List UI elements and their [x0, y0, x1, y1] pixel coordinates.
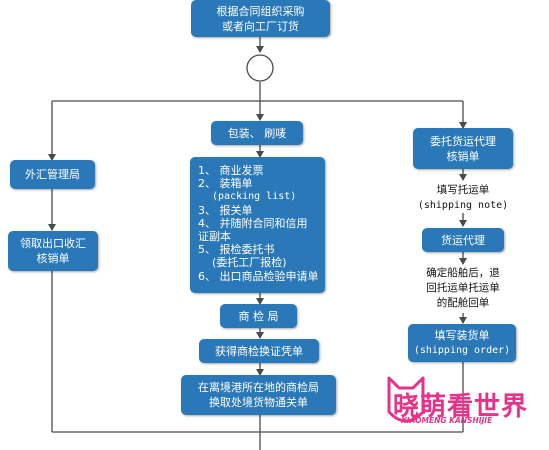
entrust-line-2: 核销单	[446, 149, 480, 163]
verification-box: 领取出口收汇 核销单	[8, 231, 98, 271]
contract-box: 根据合同组织采购 或者向工厂订货	[191, 0, 330, 37]
watermark-subtitle: XIAOMENG KANSHIJIE	[401, 416, 493, 425]
doc-item: 6、 出口商品检验申请单	[198, 269, 319, 283]
customs-clearance-box: 在离境港所在地的商检局 换取处境货物通关单	[181, 375, 336, 415]
doc-item: 证副本	[198, 230, 231, 244]
packing-box: 包装、 刷唛	[211, 121, 303, 145]
doc-item: 5、 报检委托书	[198, 243, 275, 257]
doc-item: (委托工厂报检)	[212, 256, 287, 270]
inspection-bureau-label: 商 检 局	[238, 309, 279, 323]
inspection-bureau-box: 商 检 局	[220, 304, 297, 328]
verification-line-1: 领取出口收汇	[20, 237, 86, 250]
shipping-note-text: 填写托运单 (shipping note)	[405, 183, 521, 213]
freight-agent-label: 货运代理	[441, 233, 485, 247]
packing-label: 包装、 刷唛	[227, 126, 287, 140]
contract-line-2: 或者向工厂订货	[222, 19, 299, 33]
forex-bureau-label: 外汇管理局	[25, 168, 80, 181]
doc-item: 2、 装箱单	[198, 177, 253, 191]
doc-item: 1、 商业发票	[198, 164, 264, 177]
entrust-agent-box: 委托货运代理 核销单	[413, 128, 513, 169]
merge-node	[246, 54, 274, 82]
verification-line-2: 核销单	[36, 252, 70, 265]
return-line-2: 回托运单托运单	[426, 282, 500, 294]
certificate-box: 获得商检换证凭单	[199, 339, 319, 363]
entrust-line-1: 委托货运代理	[430, 134, 496, 148]
shipping-order-line-2: (shipping order)	[413, 345, 511, 356]
return-line-1: 确定船舶后，退	[426, 267, 500, 279]
shipping-note-line-1: 填写托运单	[436, 184, 490, 196]
shipping-order-line-1: 填写装货单	[434, 329, 490, 342]
doc-item: 3、 报关单	[198, 203, 253, 217]
return-line-3: 的配舱回单	[436, 297, 490, 309]
documents-list: 1、 商业发票 2、 装箱单 (packing list) 3、 报关单 4、 …	[190, 157, 325, 293]
certificate-label: 获得商检换证凭单	[215, 344, 303, 358]
watermark-title: 晓萌看世界	[393, 392, 529, 422]
return-note-text: 确定船舶后，退 回托运单托运单 的配舱回单	[405, 266, 521, 311]
customs-line-2: 换取处境货物通关单	[209, 396, 308, 409]
customs-line-1: 在离境港所在地的商检局	[198, 381, 319, 394]
doc-item: (packing list)	[212, 191, 297, 203]
shipping-order-box: 填写装货单 (shipping order)	[408, 324, 516, 362]
forex-bureau-box: 外汇管理局	[10, 160, 95, 189]
shipping-note-line-2: (shipping note)	[417, 200, 509, 211]
doc-item: 4、 并随附合同和信用	[198, 216, 308, 230]
freight-agent-box: 货运代理	[422, 228, 504, 252]
contract-line-1: 根据合同组织采购	[216, 4, 305, 18]
watermark-logo-icon	[387, 376, 425, 423]
